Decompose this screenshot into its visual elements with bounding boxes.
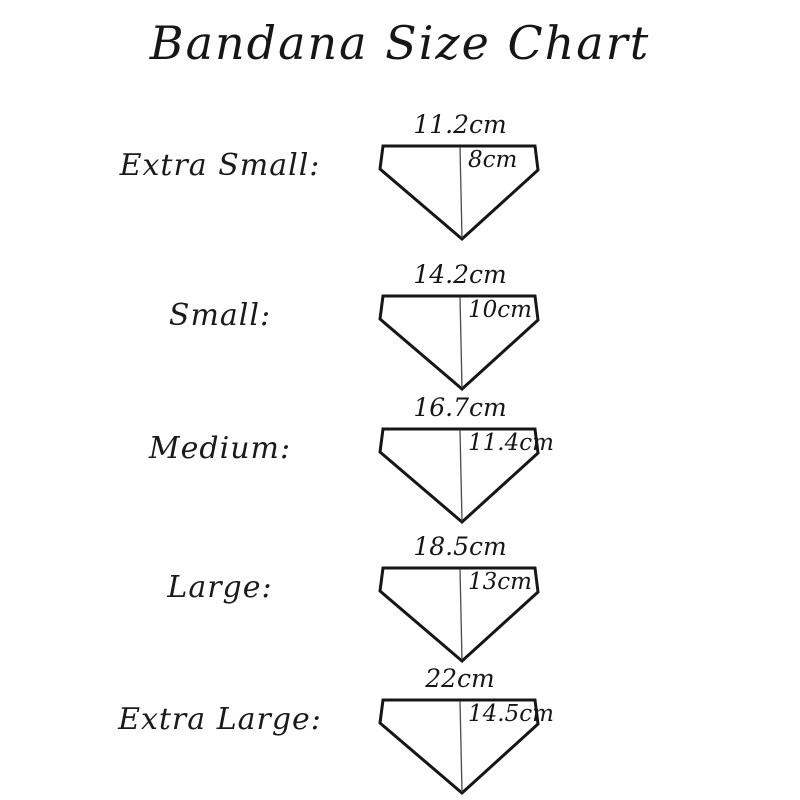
bandana-figure: 14.2cm 10cm (378, 260, 542, 400)
bandana-outline (378, 294, 540, 391)
width-measurement: 11.2cm (413, 110, 507, 139)
bandana-figure: 11.2cm 8cm (378, 110, 542, 250)
bandana-outline (378, 144, 540, 241)
bandana-center-line (459, 700, 463, 793)
bandana-center-line (459, 429, 463, 522)
bandana-figure: 22cm 14.5cm (378, 664, 554, 800)
size-name-label: Large: (167, 570, 273, 605)
bandana-figure: 16.7cm 11.4cm (378, 393, 554, 533)
bandana-shape (378, 427, 540, 524)
height-measurement: 11.4cm (468, 430, 554, 456)
size-row-large: Large: 18.5cm 13cm (0, 532, 800, 682)
size-row-extra-small: Extra Small: 11.2cm 8cm (0, 110, 800, 260)
height-measurement: 8cm (468, 147, 518, 173)
height-measurement: 14.5cm (468, 701, 554, 727)
bandana-shape (378, 698, 540, 795)
bandana-shape (378, 144, 540, 241)
bandana-shape (378, 566, 540, 663)
bandana-figure: 18.5cm 13cm (378, 532, 542, 672)
size-name-label: Small: (168, 298, 272, 333)
size-row-medium: Medium: 16.7cm 11.4cm (0, 393, 800, 543)
height-measurement: 13cm (468, 569, 532, 595)
bandana-center-line (459, 146, 463, 239)
bandana-outline (378, 566, 540, 663)
bandana-shape (378, 294, 540, 391)
size-row-small: Small: 14.2cm 10cm (0, 260, 800, 410)
bandana-center-line (459, 568, 463, 661)
width-measurement: 22cm (425, 664, 495, 693)
width-measurement: 16.7cm (413, 393, 507, 422)
size-name-label: Medium: (148, 431, 292, 466)
height-measurement: 10cm (468, 297, 532, 323)
bandana-center-line (459, 296, 463, 389)
bandana-outline (378, 427, 540, 524)
size-name-label: Extra Small: (119, 148, 321, 183)
width-measurement: 14.2cm (413, 260, 507, 289)
size-row-extra-large: Extra Large: 22cm 14.5cm (0, 664, 800, 800)
size-name-label: Extra Large: (118, 702, 322, 737)
bandana-outline (378, 698, 540, 795)
page-title: Bandana Size Chart (149, 16, 651, 70)
width-measurement: 18.5cm (413, 532, 507, 561)
